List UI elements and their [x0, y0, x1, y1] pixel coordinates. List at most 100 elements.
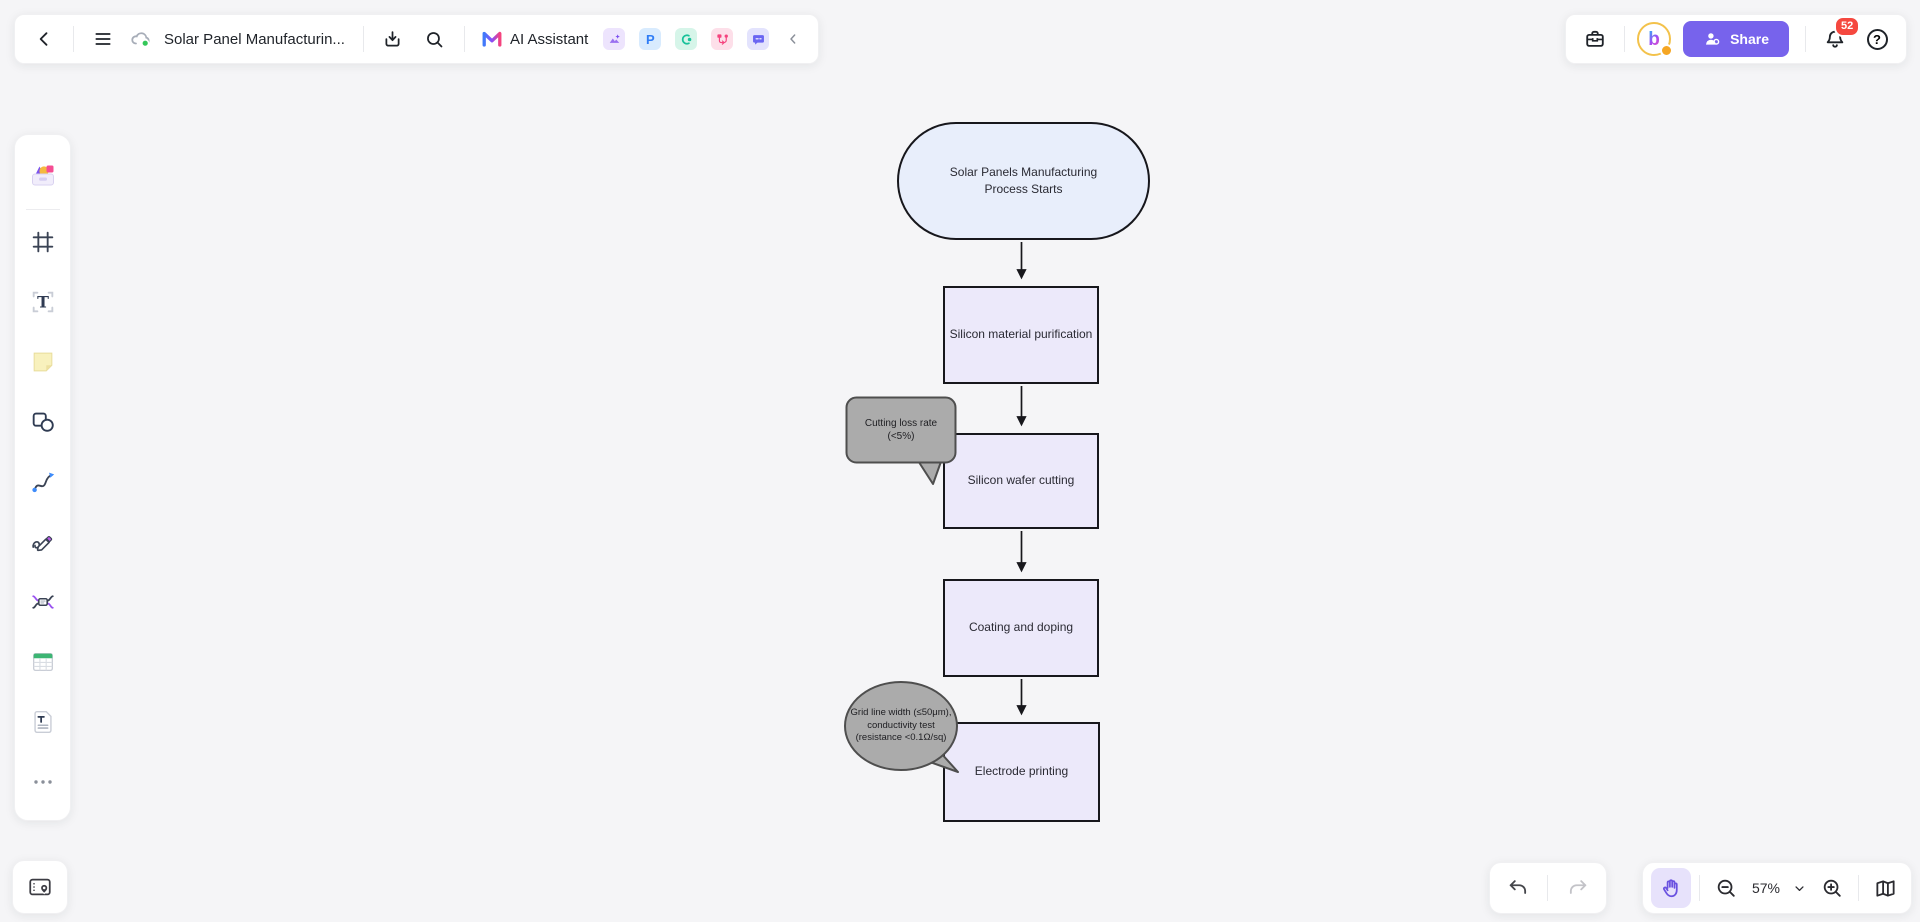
sidebar-item-document[interactable]	[24, 703, 62, 741]
ai-ppt-icon[interactable]: P	[639, 28, 662, 50]
notification-count-badge: 52	[1834, 16, 1861, 37]
board-overview-button[interactable]	[12, 860, 68, 914]
divider	[1624, 26, 1626, 52]
connector-icon	[31, 472, 54, 493]
collapse-toolbar-button[interactable]	[780, 22, 806, 56]
sidebar-item-sticky-note[interactable]	[24, 343, 62, 381]
chevron-down-icon	[1794, 885, 1804, 891]
annotation-grid-line[interactable]: Grid line width (≤50μm), conductivity te…	[843, 680, 963, 776]
share-label: Share	[1730, 31, 1769, 47]
zoom-in-icon	[1823, 879, 1841, 897]
redo-icon	[1570, 880, 1587, 894]
workspace-toolbox-button[interactable]	[1578, 22, 1612, 56]
divider	[463, 26, 465, 52]
cloud-sync-icon	[128, 22, 154, 56]
history-controls	[1489, 862, 1607, 914]
more-dots-icon	[33, 780, 52, 784]
sidebar-item-templates[interactable]	[24, 156, 62, 194]
hamburger-icon	[95, 33, 111, 45]
sidebar-item-text[interactable]: T	[24, 283, 62, 321]
membership-badge	[1660, 44, 1674, 57]
zoom-out-icon	[1717, 879, 1735, 897]
shapes-icon	[32, 412, 54, 432]
share-button[interactable]: Share	[1683, 21, 1789, 57]
sidebar-item-connector[interactable]	[24, 463, 62, 501]
hand-icon	[1663, 879, 1678, 898]
undo-icon	[1509, 880, 1526, 894]
pen-icon	[31, 535, 52, 552]
ai-flowchart-icon[interactable]	[711, 28, 734, 50]
sidebar-item-pen[interactable]	[24, 523, 62, 561]
divider	[1858, 875, 1859, 901]
minimap-button[interactable]	[1867, 870, 1903, 906]
flow-node-label: Electrode printing	[974, 764, 1069, 779]
ppt-glyph: P	[645, 31, 655, 47]
search-icon	[427, 31, 443, 47]
table-icon	[32, 652, 53, 672]
flow-node-step4[interactable]: Electrode printing	[943, 722, 1100, 822]
chevron-left-icon	[39, 32, 48, 46]
flow-node-step2[interactable]: Silicon wafer cutting	[943, 433, 1099, 529]
divider	[1699, 875, 1700, 901]
help-button[interactable]: ?	[1860, 22, 1894, 56]
sticky-note-icon	[33, 352, 52, 372]
flow-node-label: Coating and doping	[968, 620, 1074, 635]
flow-node-label: Silicon material purification	[949, 327, 1093, 342]
divider	[73, 26, 74, 52]
ai-assistant-label: AI Assistant	[509, 30, 589, 48]
toolbox-icon	[1586, 30, 1604, 47]
flow-node-step3[interactable]: Coating and doping	[943, 579, 1099, 677]
user-avatar[interactable]: b	[1637, 22, 1674, 57]
zoom-in-button[interactable]	[1814, 870, 1850, 906]
zoom-menu-button[interactable]	[1788, 870, 1810, 906]
sidebar-item-table[interactable]	[24, 643, 62, 681]
ai-image-icon[interactable]	[603, 28, 626, 50]
zoom-controls: 57%	[1642, 862, 1912, 914]
flow-node-step1[interactable]: Silicon material purification	[943, 286, 1099, 384]
redo-button[interactable]	[1560, 870, 1596, 906]
speech-bubble-shape	[844, 681, 959, 773]
flow-node-label: Silicon wafer cutting	[967, 473, 1075, 488]
notifications-button[interactable]: 52	[1818, 16, 1861, 56]
search-button[interactable]	[418, 22, 452, 56]
ai-assistant-button[interactable]: AI Assistant	[477, 28, 592, 50]
zoom-out-button[interactable]	[1708, 870, 1744, 906]
document-icon	[33, 711, 52, 733]
sidebar-item-mindmap[interactable]	[24, 583, 62, 621]
sidebar-item-more[interactable]	[24, 763, 62, 801]
ai-assistant-logo-icon	[482, 31, 502, 47]
person-add-icon	[1706, 32, 1720, 45]
flow-node-start[interactable]: Solar Panels Manufacturing Process Start…	[897, 122, 1150, 240]
hand-tool-button[interactable]	[1651, 868, 1691, 908]
tools-sidebar: T	[14, 134, 71, 821]
back-button[interactable]	[27, 22, 61, 56]
divider	[1547, 875, 1549, 901]
divider	[1805, 26, 1806, 52]
document-title[interactable]: Solar Panel Manufacturin...	[164, 30, 345, 48]
undo-button[interactable]	[1500, 870, 1536, 906]
ai-mindmap-icon[interactable]	[675, 28, 698, 50]
chevron-left-icon	[790, 34, 796, 44]
annotation-label: Cutting loss rate (<5%)	[864, 417, 938, 443]
sidebar-item-frame[interactable]	[24, 223, 62, 261]
annotation-label: Grid line width (≤50μm), conductivity te…	[850, 706, 952, 744]
flow-node-label: Solar Panels Manufacturing Process Start…	[949, 164, 1098, 196]
annotation-cutting-loss[interactable]: Cutting loss rate (<5%)	[845, 396, 957, 488]
frame-icon	[32, 231, 53, 253]
export-button[interactable]	[376, 22, 410, 56]
templates-icon	[31, 165, 54, 186]
mindmap-icon	[31, 595, 54, 609]
main-menu-button[interactable]	[86, 22, 120, 56]
top-right-toolbar: b Share 52 ?	[1565, 14, 1907, 64]
export-download-icon	[385, 30, 400, 46]
avatar-letter: b	[1648, 28, 1660, 50]
sidebar-item-shapes[interactable]	[24, 403, 62, 441]
ai-chat-icon[interactable]	[747, 28, 770, 50]
divider	[362, 26, 364, 52]
divider	[25, 209, 60, 210]
text-icon: T	[32, 291, 53, 313]
zoom-level-label[interactable]: 57%	[1751, 880, 1781, 896]
top-toolbar: Solar Panel Manufacturin... AI Assistant	[14, 14, 820, 64]
map-icon	[1875, 879, 1895, 897]
